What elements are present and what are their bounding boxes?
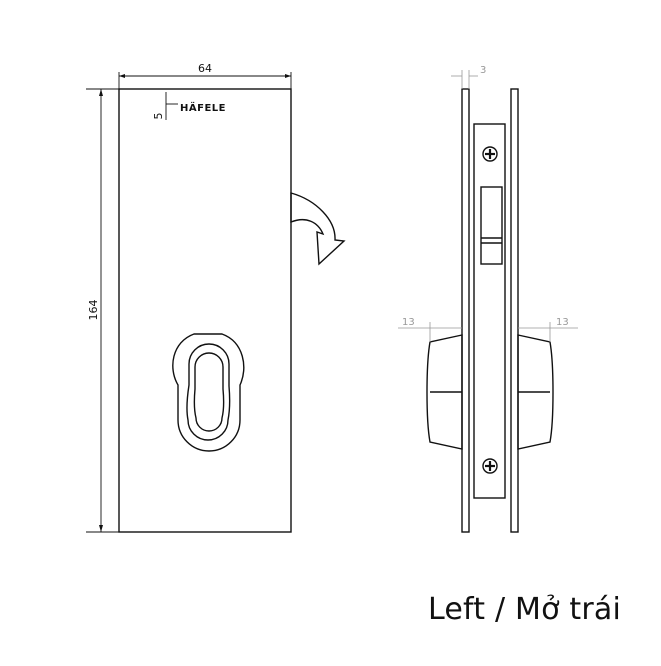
screw-top-icon: [482, 146, 498, 162]
logo-offset-label: 5: [152, 113, 165, 120]
screw-bottom-icon: [482, 458, 498, 474]
right-projection-label: 13: [556, 317, 569, 328]
left-plate: [461, 88, 470, 533]
height-label: 164: [87, 300, 100, 321]
lever-handle: [290, 192, 346, 266]
lock-body: [473, 123, 506, 499]
side-dimensions: [398, 70, 578, 342]
front-view: [86, 72, 346, 533]
side-view: [426, 88, 554, 533]
cylinder-right-projection: [517, 334, 554, 450]
thickness-label: 3: [480, 65, 486, 76]
latch-window: [480, 186, 503, 265]
cylinder-cutout-outer: [186, 343, 231, 441]
faceplate-outline: [118, 88, 292, 533]
width-label: 64: [198, 62, 212, 75]
right-plate: [510, 88, 519, 533]
cylinder-escutcheon: [172, 333, 245, 452]
left-projection-label: 13: [402, 317, 415, 328]
cylinder-cutout-inner: [193, 352, 225, 432]
brand-logo-text: HÄFELE: [180, 100, 226, 114]
cylinder-left-projection: [426, 334, 463, 450]
caption-text: Left / Mở trái: [427, 592, 621, 627]
